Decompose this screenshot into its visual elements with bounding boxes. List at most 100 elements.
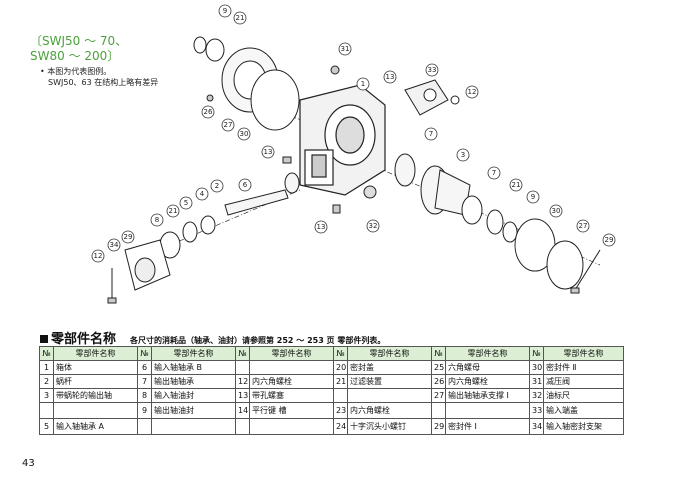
callout-12: 12 <box>465 85 479 99</box>
svg-text:13: 13 <box>317 223 326 231</box>
svg-text:12: 12 <box>94 252 103 260</box>
part-name: 内六角螺栓 <box>347 402 432 419</box>
callout-27: 27 <box>221 118 235 132</box>
note-line-2: SWJ50、63 在结构上略有差异 <box>48 78 159 87</box>
col-name: 零部件名称 <box>445 346 530 361</box>
part-name: 输入轴轴承 A <box>53 418 138 435</box>
part-name: 带孔螺塞 <box>249 388 334 403</box>
part-callouts: 9 21 31 1 13 33 12 26 27 30 7 3 6 2 4 5 … <box>91 4 616 263</box>
svg-text:31: 31 <box>341 45 350 53</box>
callout-12b: 12 <box>91 249 105 263</box>
part-number: 32 <box>529 388 544 403</box>
callout-1: 1 <box>356 77 370 91</box>
part-number: 2 <box>39 374 54 389</box>
part-name <box>151 418 236 435</box>
part-number: 33 <box>529 402 544 419</box>
part-number: 6 <box>137 360 152 375</box>
part-number <box>39 402 54 419</box>
part-name: 输出轴轴承支撑 Ⅰ <box>445 388 530 403</box>
callout-6: 6 <box>238 178 252 192</box>
svg-text:1: 1 <box>361 80 365 88</box>
callout-34: 34 <box>107 238 121 252</box>
part-name: 带蜗轮的输出轴 <box>53 388 138 403</box>
callout-27b: 27 <box>576 219 590 233</box>
col-name: 零部件名称 <box>53 346 138 361</box>
svg-text:2: 2 <box>215 182 219 190</box>
part-name: 密封件 Ⅰ <box>445 418 530 435</box>
part-name <box>347 388 432 403</box>
svg-text:21: 21 <box>512 181 521 189</box>
svg-text:13: 13 <box>386 73 395 81</box>
input-cover <box>404 79 460 116</box>
callout-4: 4 <box>195 187 209 201</box>
col-no: № <box>431 346 446 361</box>
svg-text:32: 32 <box>369 222 378 230</box>
part-name: 蜗杆 <box>53 374 138 389</box>
callout-26: 26 <box>201 105 215 119</box>
part-number <box>235 360 250 375</box>
callout-30b: 30 <box>549 204 563 218</box>
col-name: 零部件名称 <box>543 346 624 361</box>
col-no: № <box>137 346 152 361</box>
callout-21c: 21 <box>509 178 523 192</box>
callout-2: 2 <box>210 179 224 193</box>
part-number: 29 <box>431 418 446 435</box>
part-number: 24 <box>333 418 348 435</box>
col-no: № <box>529 346 544 361</box>
callout-32: 32 <box>366 219 380 233</box>
part-number: 23 <box>333 402 348 419</box>
col-no: № <box>235 346 250 361</box>
callout-31: 31 <box>338 42 352 56</box>
series-label: 〔SWJ50 ～ 70、 SW80 ～ 200〕 <box>30 34 127 64</box>
part-number: 7 <box>137 374 152 389</box>
svg-text:9: 9 <box>223 7 227 15</box>
part-number <box>333 388 348 403</box>
svg-text:7: 7 <box>492 169 496 177</box>
callout-29: 29 <box>121 230 135 244</box>
callout-9: 9 <box>218 4 232 18</box>
svg-text:9: 9 <box>531 193 535 201</box>
output-cover-left <box>193 36 300 131</box>
part-number: 25 <box>431 360 446 375</box>
callout-13c: 13 <box>314 220 328 234</box>
callout-29b: 29 <box>602 233 616 247</box>
part-name: 输入轴密封支架 <box>543 418 624 435</box>
callout-3: 3 <box>456 148 470 162</box>
callout-21b: 21 <box>166 204 180 218</box>
svg-text:12: 12 <box>468 88 477 96</box>
part-number: 5 <box>39 418 54 435</box>
svg-text:21: 21 <box>236 14 245 22</box>
part-name <box>249 360 334 375</box>
callout-7: 7 <box>424 127 438 141</box>
svg-text:4: 4 <box>200 190 205 198</box>
part-number: 21 <box>333 374 348 389</box>
worm-wheel-shaft <box>394 153 584 290</box>
part-number: 1 <box>39 360 54 375</box>
col-name: 零部件名称 <box>151 346 236 361</box>
callout-30: 30 <box>237 127 251 141</box>
section-subtitle: 各尺寸的消耗品（轴承、油封）请参照第 252 ～ 253 页 零部件列表。 <box>130 336 386 345</box>
figure-note: • 本图为代表图例。 SWJ50、63 在结构上略有差异 <box>40 66 158 88</box>
col-name: 零部件名称 <box>249 346 334 361</box>
callout-21: 21 <box>233 11 247 25</box>
exploded-view-drawing: 9 21 31 1 13 33 12 26 27 30 7 3 6 2 4 5 … <box>91 4 616 304</box>
part-name: 密封件 Ⅱ <box>543 360 624 375</box>
svg-text:26: 26 <box>204 108 213 116</box>
part-name: 输出轴油封 <box>151 402 236 419</box>
part-number: 3 <box>39 388 54 403</box>
part-name: 内六角螺栓 <box>445 374 530 389</box>
part-name: 油标尺 <box>543 388 624 403</box>
part-number <box>431 402 446 419</box>
svg-text:8: 8 <box>155 216 159 224</box>
part-number: 34 <box>529 418 544 435</box>
worm-shaft <box>124 172 300 291</box>
svg-text:27: 27 <box>224 121 233 129</box>
parts-section-header: 零部件名称 各尺寸的消耗品（轴承、油封）请参照第 252 ～ 253 页 零部件… <box>40 328 385 347</box>
part-number: 26 <box>431 374 446 389</box>
section-title: 零部件名称 <box>40 328 116 347</box>
svg-text:30: 30 <box>240 130 249 138</box>
part-name: 输入端盖 <box>543 402 624 419</box>
part-number: 31 <box>529 374 544 389</box>
